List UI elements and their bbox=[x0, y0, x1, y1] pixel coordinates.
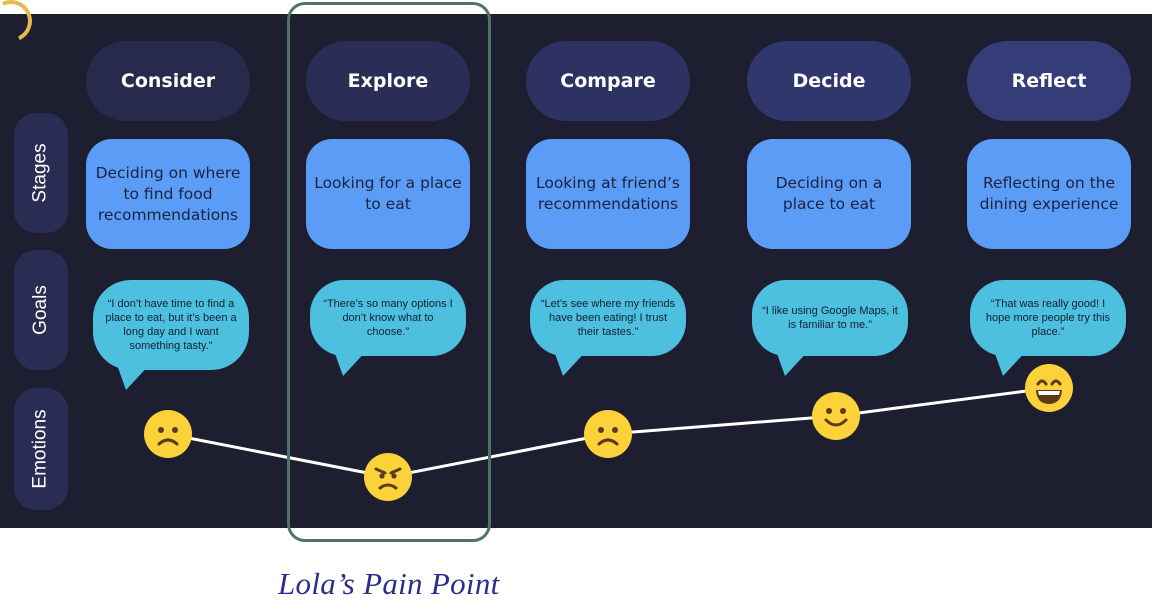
stage-description-consider: Deciding on where to find food recommend… bbox=[86, 139, 250, 249]
goal-bubble-reflect: “That was really good! I hope more peopl… bbox=[970, 280, 1126, 356]
stage-header-compare: Compare bbox=[526, 41, 690, 121]
goal-bubble-consider: “I don’t have time to find a place to ea… bbox=[93, 280, 249, 370]
goal-bubble-tail bbox=[553, 348, 589, 376]
row-label-goals: Goals bbox=[14, 250, 68, 370]
pain-point-highlight-frame bbox=[287, 2, 491, 542]
journey-map-board: Stages Goals Emotions Consider Deciding … bbox=[0, 0, 1152, 528]
stage-header-decide: Decide bbox=[747, 41, 911, 121]
goal-bubble-tail bbox=[993, 348, 1029, 376]
frowning-face-icon bbox=[584, 410, 632, 458]
goal-bubble-tail bbox=[333, 348, 369, 376]
goal-bubble-tail bbox=[116, 362, 152, 390]
grinning-face-icon bbox=[1025, 364, 1073, 412]
stage-header-consider: Consider bbox=[86, 41, 250, 121]
row-label-emotions: Emotions bbox=[14, 388, 68, 510]
pain-point-caption: Lola’s Pain Point bbox=[278, 566, 500, 601]
stage-description-decide: Deciding on a place to eat bbox=[747, 139, 911, 249]
angry-face-icon bbox=[364, 453, 412, 501]
goal-bubble-compare: “Let’s see where my friends have been ea… bbox=[530, 280, 686, 356]
stage-description-explore: Looking for a place to eat bbox=[306, 139, 470, 249]
stage-description-reflect: Reflecting on the dining experience bbox=[967, 139, 1131, 249]
stage-header-explore: Explore bbox=[306, 41, 470, 121]
stage-header-reflect: Reflect bbox=[967, 41, 1131, 121]
row-label-stages: Stages bbox=[14, 113, 68, 233]
goal-bubble-tail bbox=[775, 348, 811, 376]
goal-bubble-explore: “There’s so many options I don’t know wh… bbox=[310, 280, 466, 356]
goal-bubble-decide: “I like using Google Maps, it is familia… bbox=[752, 280, 908, 356]
stage-description-compare: Looking at friend’s recommendations bbox=[526, 139, 690, 249]
frowning-face-icon bbox=[144, 410, 192, 458]
smiling-face-icon bbox=[812, 392, 860, 440]
